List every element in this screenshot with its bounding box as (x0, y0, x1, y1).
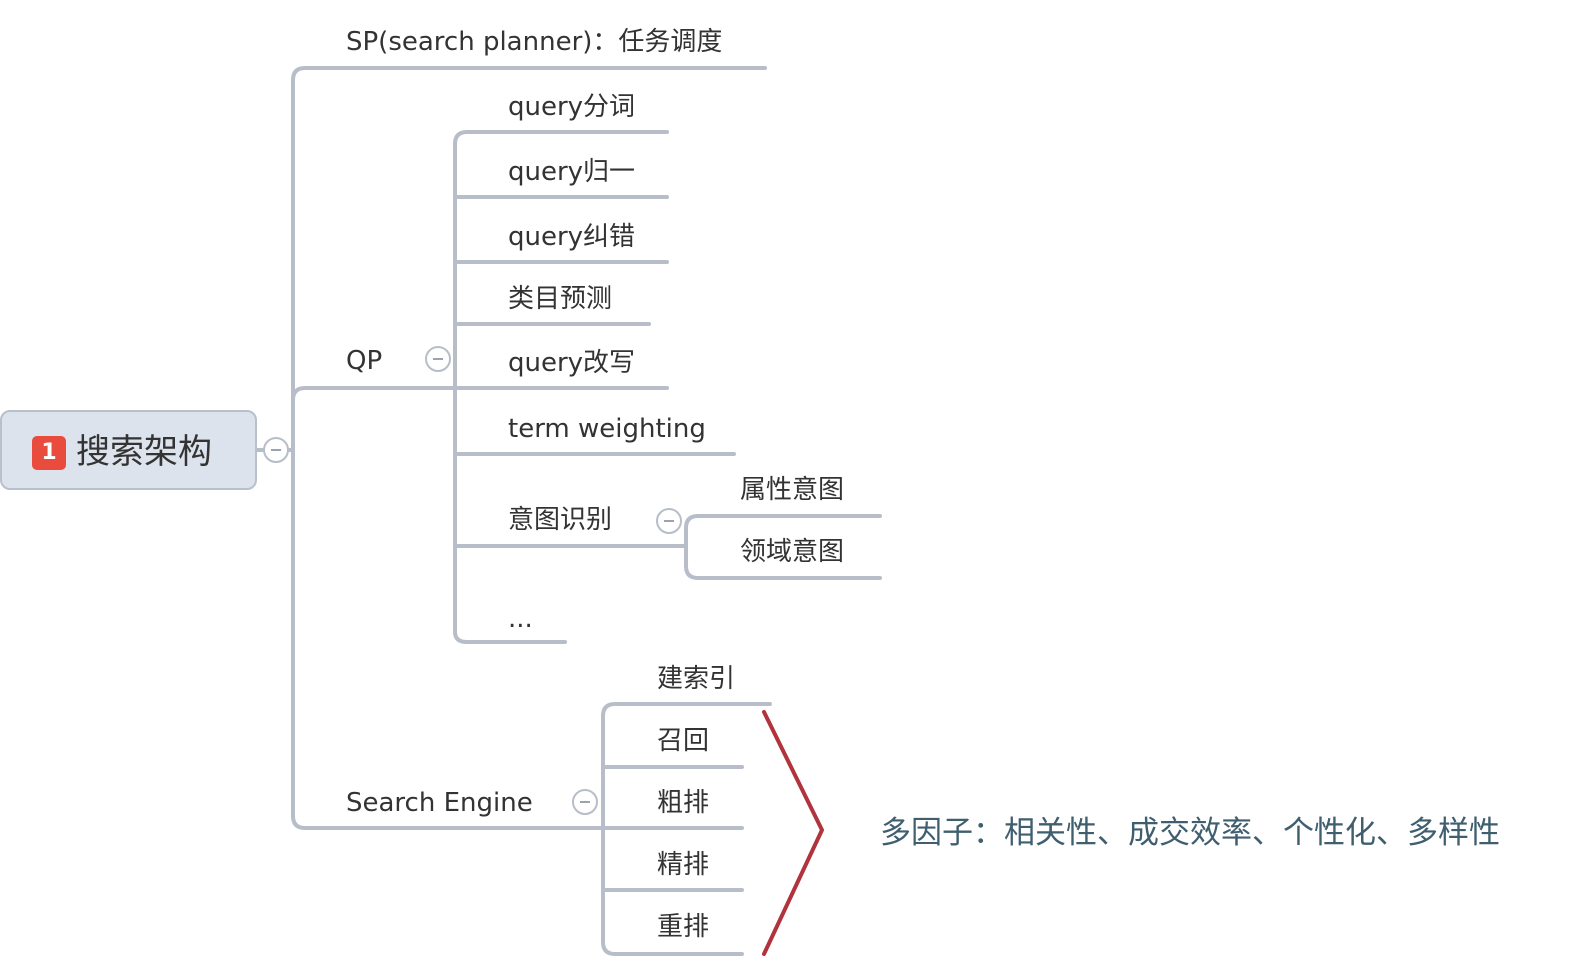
qp-child-label[interactable]: 意图识别 (508, 505, 613, 535)
branch-se-label[interactable]: Search Engine (346, 788, 533, 818)
qp-child-label[interactable]: query纠错 (508, 222, 636, 252)
root-collapse-icon[interactable] (263, 437, 289, 463)
qp-children-vertical (453, 130, 669, 146)
priority-badge: 1 (32, 436, 66, 470)
qp-branch-line (291, 386, 457, 402)
se-child-label[interactable]: 建索引 (657, 664, 736, 694)
qp-collapse-icon[interactable] (425, 346, 451, 372)
annotation-bracket (762, 710, 825, 956)
root-label: 搜索架构 (76, 432, 212, 472)
se-child-label[interactable]: 重排 (657, 912, 710, 942)
se-child-label[interactable]: 精排 (657, 850, 710, 880)
qp-child-label[interactable]: query改写 (508, 348, 636, 378)
se-children-line (601, 702, 772, 718)
qp-child-label[interactable]: 类目预测 (508, 284, 613, 314)
se-child-label[interactable]: 召回 (657, 726, 710, 756)
branch-qp-label[interactable]: QP (346, 346, 383, 376)
qp-child-label[interactable]: query归一 (508, 157, 636, 187)
multi-factor-note: 多因子：相关性、成交效率、个性化、多样性 (880, 815, 1500, 851)
qp-child-label[interactable]: query分词 (508, 92, 636, 122)
branch-sp-label[interactable]: SP(search planner)：任务调度 (346, 27, 723, 57)
intent-collapse-icon[interactable] (656, 508, 682, 534)
intent-child-label[interactable]: 属性意图 (740, 475, 845, 505)
root-node[interactable]: 1 搜索架构 (0, 410, 257, 490)
main-trunk-line (291, 66, 767, 82)
qp-child-label[interactable]: term weighting (508, 414, 706, 444)
se-child-label[interactable]: 粗排 (657, 788, 710, 818)
qp-child-label[interactable]: ... (508, 604, 533, 634)
se-branch-line (291, 814, 605, 830)
se-collapse-icon[interactable] (572, 789, 598, 815)
intent-children-line (684, 514, 882, 530)
intent-child-label[interactable]: 领域意图 (740, 537, 845, 567)
